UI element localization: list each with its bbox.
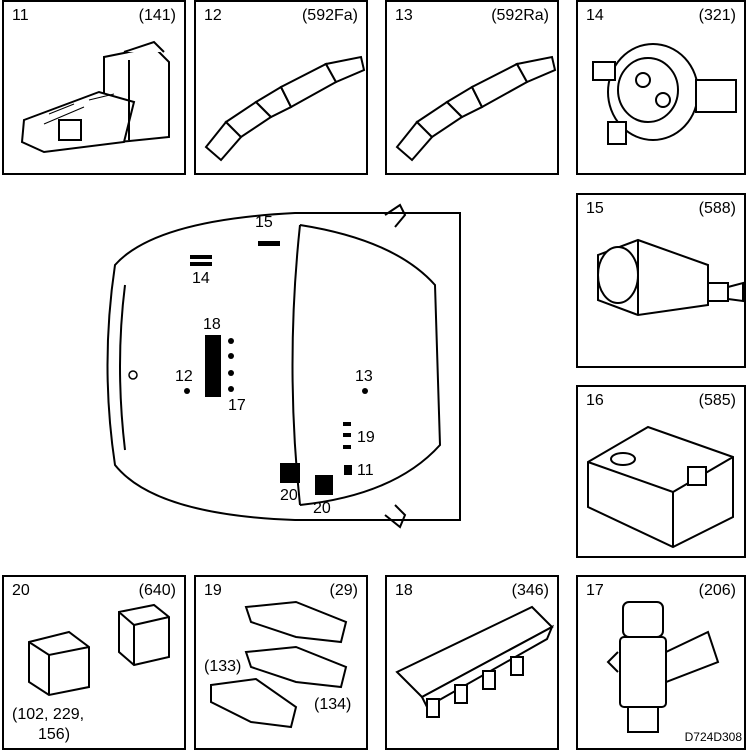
panel-15-ignition-switch: 15 (588) <box>576 193 746 368</box>
component-number: 15 <box>586 200 604 217</box>
panel-17-fuel-injector: 17 (206) <box>576 575 746 750</box>
drawing-code: D724D308 <box>684 730 742 744</box>
panel-16-control-module: 16 (585) <box>576 385 746 558</box>
location-dot-12 <box>184 388 190 394</box>
oxygen-sensor-illustration <box>204 55 366 162</box>
component-number: 13 <box>395 7 413 24</box>
vehicle-outline-illustration <box>106 203 461 529</box>
location-label-15: 15 <box>255 214 273 231</box>
location-marker-20a <box>280 463 300 483</box>
location-marker-20b <box>315 475 333 495</box>
location-label-19: 19 <box>357 429 375 446</box>
component-reference: (592Ra) <box>491 7 549 24</box>
component-number: 20 <box>12 582 30 599</box>
component-number: 16 <box>586 392 604 409</box>
control-module-illustration <box>587 425 734 549</box>
fuel-injector-illustration <box>606 601 720 733</box>
component-number: 18 <box>395 582 413 599</box>
component-number: 14 <box>586 7 604 24</box>
location-label-18: 18 <box>203 316 221 333</box>
location-marker-14 <box>190 255 212 259</box>
panel-18-ignition-module: 18 (346) <box>385 575 559 750</box>
panel-11-multifunction-switch: 11 (141) <box>2 0 186 175</box>
location-dot-17b <box>228 353 234 359</box>
location-marker-18 <box>205 335 221 397</box>
switch-reference-lower-left: (133) <box>204 658 242 675</box>
component-number: 12 <box>204 7 222 24</box>
location-label-20b: 20 <box>313 500 331 517</box>
component-reference: (592Fa) <box>301 7 358 24</box>
component-reference: (588) <box>698 200 736 217</box>
vehicle-location-diagram: 15 14 18 17 12 13 19 11 20 20 <box>95 195 565 565</box>
oxygen-sensor-illustration <box>395 55 557 162</box>
component-number: 11 <box>12 7 29 24</box>
component-reference: (321) <box>698 7 736 24</box>
location-dot-17c <box>228 370 234 376</box>
component-reference: (346) <box>511 582 549 599</box>
panel-14-component: 14 (321) <box>576 0 746 175</box>
location-marker-19a <box>343 422 351 426</box>
location-marker-15 <box>258 241 280 246</box>
relay-reference-line1: (102, 229, <box>12 706 85 723</box>
location-marker-19b <box>343 433 351 437</box>
panel-19-brake-light-switches: 19 (29) (133) (134) <box>194 575 368 750</box>
location-label-13: 13 <box>355 368 373 385</box>
brake-switch-illustration <box>210 600 348 729</box>
location-label-11: 11 <box>357 462 374 479</box>
location-marker-14b <box>190 262 212 266</box>
ignition-cassette-illustration <box>395 605 555 718</box>
location-label-20a: 20 <box>280 487 298 504</box>
multifunction-switch-illustration <box>20 40 170 154</box>
panel-13-rear-oxygen-sensor: 13 (592Ra) <box>385 0 559 175</box>
component-reference: (29) <box>329 582 358 599</box>
location-marker-19c <box>343 445 351 449</box>
ignition-lock-illustration <box>597 238 744 317</box>
location-dot-17a <box>228 338 234 344</box>
location-dot-13 <box>362 388 368 394</box>
location-label-12: 12 <box>175 368 193 385</box>
panel-12-front-oxygen-sensor: 12 (592Fa) <box>194 0 368 175</box>
location-dot-17d <box>228 386 234 392</box>
component-reference: (206) <box>698 582 736 599</box>
valve-illustration <box>592 43 737 145</box>
component-reference: (141) <box>138 7 176 24</box>
relay-illustration <box>28 603 170 697</box>
location-label-14: 14 <box>192 270 210 287</box>
component-number: 19 <box>204 582 222 599</box>
location-marker-11 <box>344 465 352 475</box>
switch-reference-lower-right: (134) <box>314 696 352 713</box>
panel-20-relays: 20 (640) (102, 229, 156) <box>2 575 186 750</box>
component-reference: (640) <box>138 582 176 599</box>
component-number: 17 <box>586 582 604 599</box>
relay-reference-line2: 156) <box>38 726 71 743</box>
component-reference: (585) <box>698 392 736 409</box>
location-label-17: 17 <box>228 397 246 414</box>
